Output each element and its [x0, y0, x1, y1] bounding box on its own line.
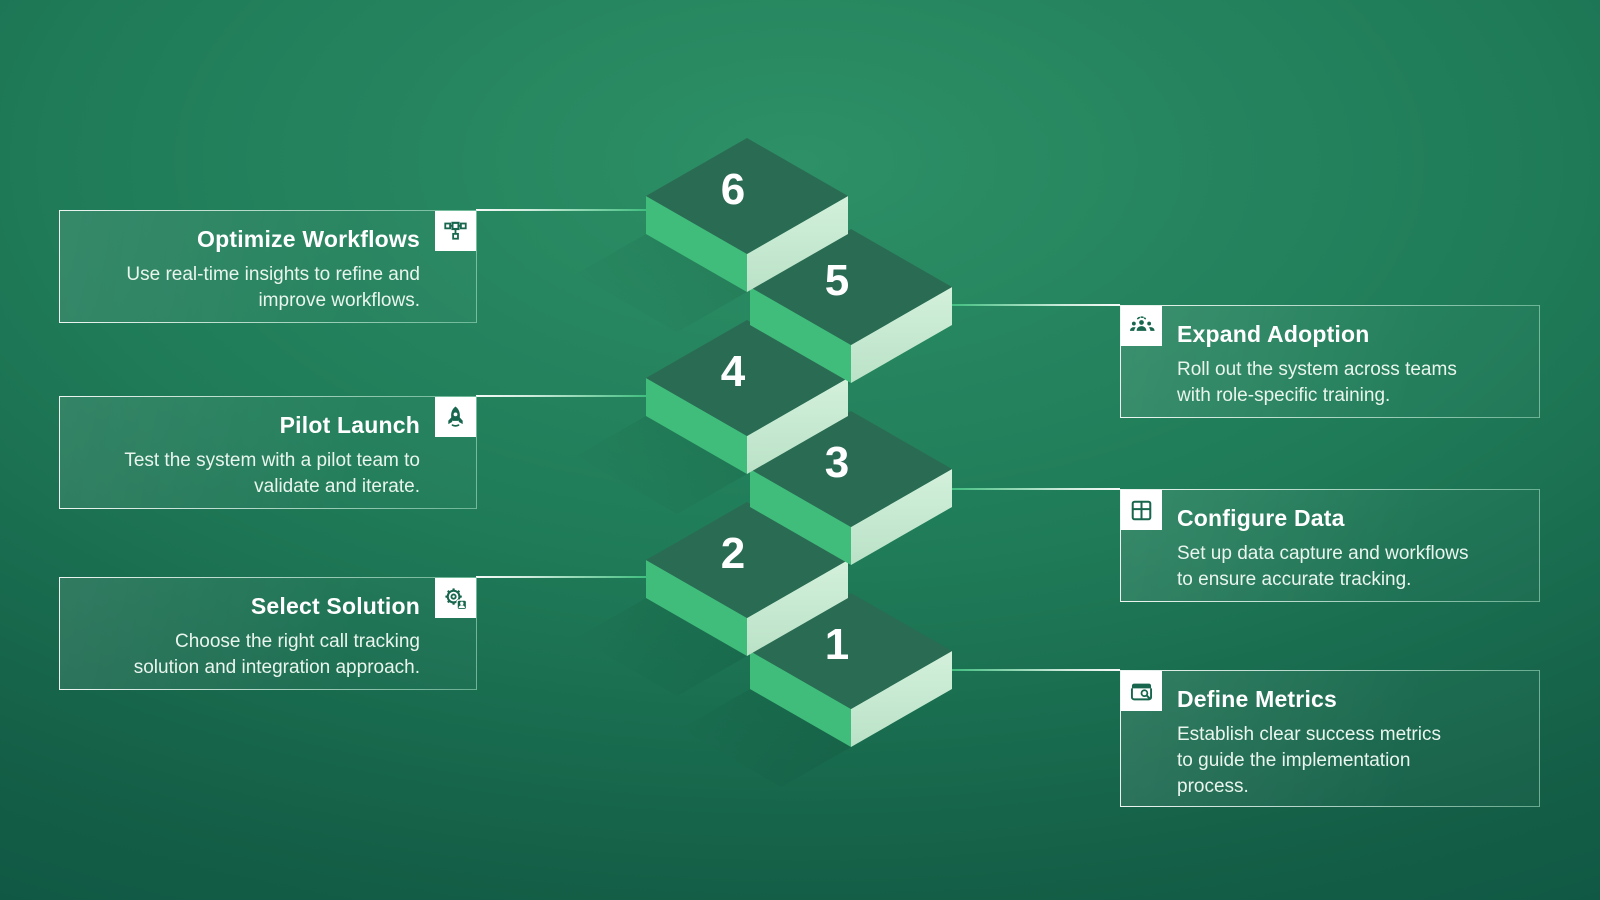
- people-icon: [1121, 306, 1162, 346]
- connector-line-step2: [476, 576, 660, 578]
- card-title: Expand Adoption: [1177, 321, 1370, 347]
- step-number: 1: [824, 620, 850, 669]
- step-2: 2: [646, 502, 848, 656]
- card-description: Roll out the system across teams with ro…: [1177, 359, 1457, 406]
- connector-line-step3: [936, 488, 1120, 490]
- step-6: 6: [646, 138, 848, 292]
- card-description: Test the system with a pilot team to val…: [124, 450, 420, 497]
- card-description: Set up data capture and workflows to ens…: [1177, 543, 1469, 590]
- connector-line-step1: [936, 669, 1120, 671]
- step-4: 4: [646, 320, 848, 474]
- card-configure-data: Configure Data Set up data capture and w…: [1120, 489, 1540, 602]
- table-icon: [1121, 490, 1162, 530]
- card-description: Use real-time insights to refine and imp…: [126, 264, 420, 311]
- step-number: 4: [720, 347, 746, 396]
- card-description: Establish clear success metrics to guide…: [1177, 724, 1441, 797]
- card-title: Pilot Launch: [279, 412, 420, 438]
- card-title: Optimize Workflows: [197, 226, 420, 252]
- card-title: Configure Data: [1177, 505, 1345, 531]
- step-number: 6: [720, 165, 746, 214]
- page-search-icon: [1121, 671, 1162, 711]
- gear-user-icon: [435, 578, 476, 618]
- step-number: 2: [720, 529, 746, 578]
- card-define-metrics: Define Metrics Establish clear success m…: [1120, 670, 1540, 807]
- card-pilot-launch: Pilot Launch Test the system with a pilo…: [59, 396, 477, 509]
- card-description: Choose the right call tracking solution …: [133, 631, 420, 678]
- step-number: 3: [824, 438, 850, 487]
- card-title: Select Solution: [250, 593, 420, 619]
- rocket-icon: [435, 397, 476, 437]
- workflow-icon: [435, 211, 476, 251]
- card-optimize-workflows: Optimize Workflows Use real-time insight…: [59, 210, 477, 323]
- card-expand-adoption: Expand Adoption Roll out the system acro…: [1120, 305, 1540, 418]
- step-number: 5: [824, 256, 850, 305]
- connector-line-step4: [476, 395, 660, 397]
- connector-line-step6: [476, 209, 660, 211]
- card-title: Define Metrics: [1177, 686, 1338, 712]
- connector-line-step5: [936, 304, 1120, 306]
- card-select-solution: Select Solution Choose the right call tr…: [59, 577, 477, 690]
